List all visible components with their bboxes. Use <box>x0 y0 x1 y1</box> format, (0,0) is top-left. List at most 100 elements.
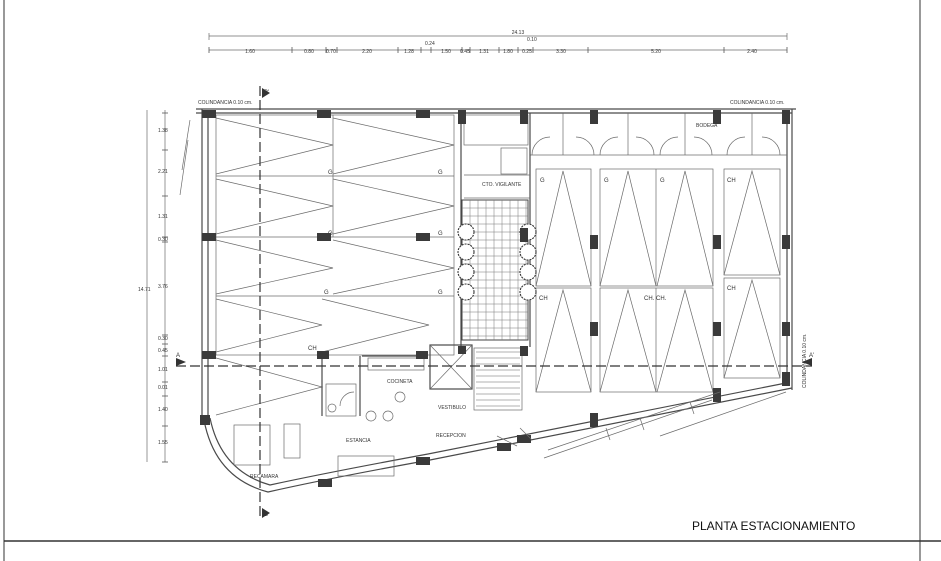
column <box>317 351 329 359</box>
left-seg-9: 1.40 <box>158 407 168 413</box>
parking-label-g-2: G <box>438 170 443 176</box>
bodega-label: BODEGA <box>696 123 718 129</box>
shrub-icon <box>519 263 537 281</box>
top-seg-2: 0.70 <box>326 49 336 55</box>
shrub-icon <box>457 223 475 241</box>
column <box>458 346 466 354</box>
section-b-top: B' <box>264 90 269 96</box>
column <box>782 110 790 124</box>
left-seg-6: 0.45 <box>158 348 168 354</box>
left-seg-1: 2.21 <box>158 169 168 175</box>
column <box>202 233 216 241</box>
top-seg-10: 3.30 <box>556 49 566 55</box>
top-seg-11: 5.20 <box>651 49 661 55</box>
column <box>416 351 428 359</box>
columns <box>200 110 790 487</box>
column <box>317 233 331 241</box>
left-seg-5: 0.30 <box>158 336 168 342</box>
cto-vigilante-label: CTO. VIGILANTE <box>482 182 522 188</box>
left-seg-10: 1.55 <box>158 440 168 446</box>
shrub-icon <box>519 283 537 301</box>
overall-height-label: 14.71 <box>138 287 151 293</box>
column <box>590 322 598 336</box>
parking-label-g-4: G <box>438 231 443 237</box>
top-seg-5: 1.50 <box>441 49 451 55</box>
right-parking-block: G G G CH CH CH. CH. CH <box>535 168 781 393</box>
vestibulo-label: VESTIBULO <box>438 405 466 411</box>
column <box>713 322 721 336</box>
parking-label-ch-4: CH. CH. <box>644 296 667 302</box>
drawing-title: PLANTA ESTACIONAMIENTO <box>692 519 855 533</box>
section-b-bottom: B <box>264 512 268 518</box>
parking-label-g-7: G <box>540 178 545 184</box>
column <box>782 235 790 249</box>
column <box>202 351 216 359</box>
top-dimensions: 24.13 0.10 0.24 1.60 0.80 0.70 2.20 1.28… <box>208 30 788 55</box>
top-seg-1: 0.80 <box>304 49 314 55</box>
tick-024-dim: 0.24 <box>425 41 435 47</box>
column <box>520 228 528 242</box>
left-seg-4: 3.76 <box>158 284 168 290</box>
top-seg-4: 1.28 <box>404 49 414 55</box>
top-seg-8: 1.80 <box>503 49 513 55</box>
shrub-icon <box>519 243 537 261</box>
column <box>713 235 721 249</box>
column <box>202 110 216 118</box>
estancia-label: ESTANCIA <box>346 438 371 444</box>
top-seg-6: 0.45 <box>460 49 470 55</box>
parking-label-g-9: G <box>660 178 665 184</box>
column <box>200 415 210 425</box>
column <box>590 235 598 249</box>
shrub-icon <box>457 243 475 261</box>
column <box>318 479 332 487</box>
left-dimensions: 14.71 1.38 2.21 1.31 0.30 3.76 0.30 0.45… <box>138 110 168 463</box>
left-seg-2: 1.31 <box>158 214 168 220</box>
building-outline: COLINDANCIA 0.10 cm. COLINDANCIA 0.10 cm… <box>196 100 808 493</box>
section-a-left: A <box>176 353 180 359</box>
parking-label-g-6: G <box>438 290 443 296</box>
recepcion-label: RECEPCION <box>436 433 466 439</box>
parking-label-ch-3: CH <box>539 296 548 302</box>
shrub-icon <box>457 263 475 281</box>
column <box>713 388 721 402</box>
column <box>782 372 790 386</box>
central-core: CTO. VIGILANTE VESTIBULO RECEPCION <box>429 113 537 439</box>
parking-label-ch-2: CH <box>727 178 736 184</box>
top-seg-9: 0.25 <box>522 49 532 55</box>
left-seg-8: 0.01 <box>158 385 168 391</box>
colindancia-side: COLINDANCIA 0.10 cm. <box>802 334 808 388</box>
parking-label-g-1: G <box>328 170 333 176</box>
parking-label-g-5: G <box>324 290 329 296</box>
top-seg-12: 2.40 <box>747 49 757 55</box>
small-top-dim: 0.10 <box>527 37 537 43</box>
column <box>713 110 721 124</box>
column <box>590 110 598 124</box>
cocineta-label: COCINETA <box>387 379 413 385</box>
column <box>458 110 466 124</box>
column <box>416 110 430 118</box>
section-a-right: A' <box>809 353 814 359</box>
column <box>520 346 528 356</box>
top-seg-7: 1.31 <box>479 49 489 55</box>
stairs <box>476 351 520 407</box>
column <box>416 457 430 465</box>
overall-width-label: 24.13 <box>512 30 525 36</box>
apartment-area: COCINETA ESTANCIA RECAMARA <box>233 354 428 480</box>
colindancia-right: COLINDANCIA 0.10 cm. <box>730 100 784 106</box>
top-seg-3: 2.20 <box>362 49 372 55</box>
column <box>782 322 790 336</box>
left-seg-0: 1.38 <box>158 128 168 134</box>
left-seg-7: 1.01 <box>158 367 168 373</box>
section-lines: A A' B' B <box>176 86 814 520</box>
column <box>517 435 531 443</box>
storage-row: BODEGA <box>530 113 787 156</box>
column <box>497 443 511 451</box>
column <box>520 110 528 124</box>
parking-label-ch-5: CH <box>727 286 736 292</box>
column <box>416 233 430 241</box>
parking-label-ch-1: CH <box>308 346 317 352</box>
top-seg-0: 1.60 <box>245 49 255 55</box>
access-lines <box>179 119 787 459</box>
recamara-label: RECAMARA <box>250 474 279 480</box>
